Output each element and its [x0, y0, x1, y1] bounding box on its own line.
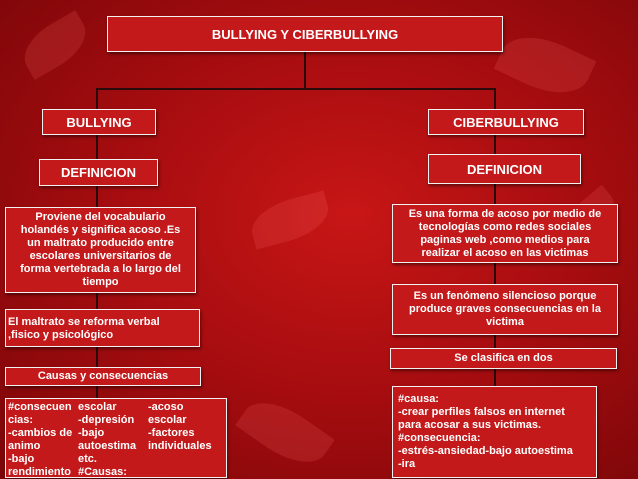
connector-right-down — [494, 88, 496, 110]
connector-horizontal — [96, 88, 496, 90]
bullying-definicion-text: Proviene del vocabulario holandés y sign… — [5, 207, 196, 293]
table-cell: #consecuen — [8, 401, 72, 413]
table-row: animo autoestima individuales — [8, 440, 212, 453]
table-cell: #Causas: — [78, 466, 127, 478]
table-cell: -acoso — [148, 401, 184, 413]
table-row: #consecuen escolar -acoso — [8, 401, 212, 414]
causas-consecuencias-label: Causas y consecuencias — [5, 367, 201, 386]
bullying-heading: BULLYING — [42, 109, 156, 135]
table-cell: -depresión — [78, 414, 135, 426]
ciberbullying-fenomeno-text: Es un fenómeno silencioso porque produce… — [392, 284, 618, 335]
ciberbullying-causa-box: #causa: -crear perfiles falsos en intern… — [392, 386, 597, 478]
table-cell: -cambios de — [8, 427, 73, 439]
table-cell: individuales — [148, 440, 212, 452]
bullying-definicion-label: DEFINICION — [39, 159, 158, 186]
table-cell: -factores — [148, 427, 195, 439]
table-cell: animo — [8, 440, 41, 452]
connector-right-1 — [494, 134, 496, 154]
connector-right-2 — [494, 184, 496, 204]
connector-left-down — [96, 88, 98, 110]
table-cell: -bajo — [78, 427, 105, 439]
ciberbullying-definicion-label: DEFINICION — [428, 154, 581, 184]
causas-table: #consecuen escolar -acoso cias: -depresi… — [8, 401, 212, 479]
connector-right-5 — [494, 368, 496, 386]
background-leaf — [493, 23, 597, 107]
table-cell: rendimiento — [8, 466, 71, 478]
table-cell — [148, 453, 212, 466]
table-cell: autoestima — [78, 440, 137, 452]
bullying-maltrato-text: El maltrato se reforma verbal ,fisico y … — [5, 309, 200, 347]
connector-left-1 — [96, 134, 98, 160]
table-cell: escolar — [148, 414, 187, 426]
title-box: BULLYING Y CIBERBULLYING — [107, 16, 503, 52]
connector-left-2 — [96, 186, 98, 208]
background-leaf — [14, 10, 96, 80]
table-cell: -bajo — [8, 453, 35, 465]
connector-left-3 — [96, 292, 98, 310]
table-row: -cambios de -bajo -factores — [8, 427, 212, 440]
causas-consecuencias-box: #consecuen escolar -acoso cias: -depresi… — [5, 398, 227, 478]
table-cell: cias: — [8, 414, 34, 426]
connector-title-down — [304, 50, 306, 88]
table-row: cias: -depresión escolar — [8, 414, 212, 427]
connector-left-4 — [96, 346, 98, 368]
background-leaf — [246, 190, 334, 250]
ciberbullying-definicion-text: Es una forma de acoso por medio de tecno… — [392, 204, 618, 263]
connector-right-3 — [494, 262, 496, 284]
ciberbullying-heading: CIBERBULLYING — [428, 109, 584, 135]
clasifica-label: Se clasifica en dos — [390, 348, 617, 369]
background-leaf — [235, 388, 335, 477]
connector-right-4 — [494, 334, 496, 348]
table-cell: etc. — [78, 453, 97, 465]
table-row: rendimiento #Causas: — [8, 466, 212, 479]
table-cell — [148, 466, 212, 479]
connector-left-5 — [96, 385, 98, 399]
table-row: -bajo etc. — [8, 453, 212, 466]
table-cell: escolar — [78, 401, 117, 413]
